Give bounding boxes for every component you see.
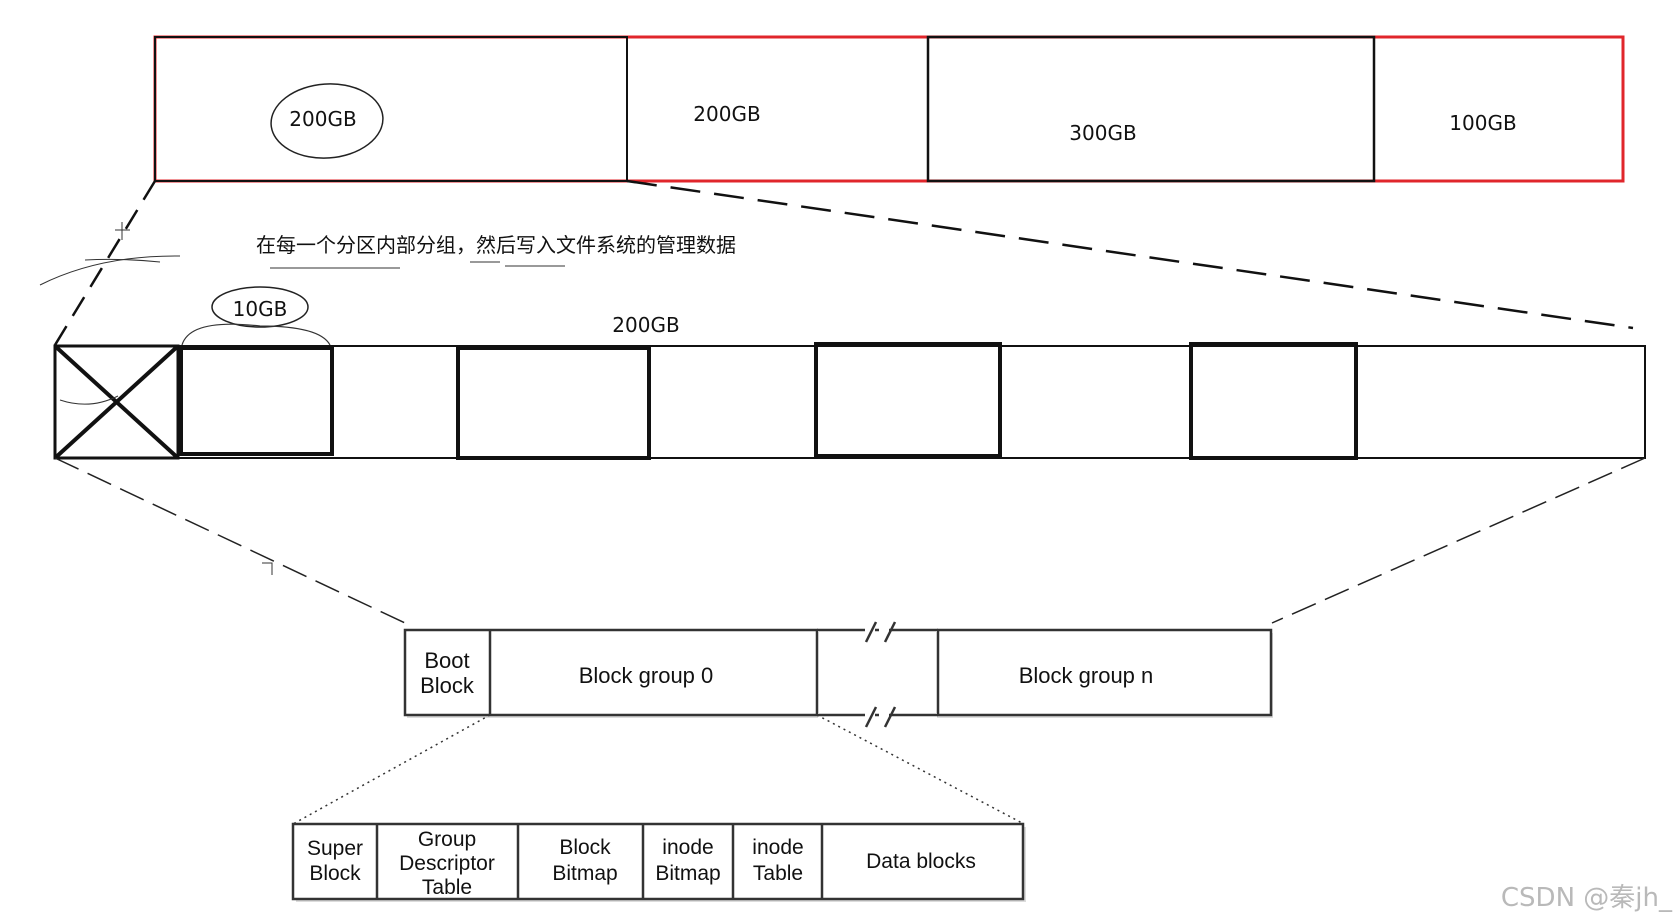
partition-3 bbox=[926, 35, 1376, 183]
ext2-layout: Boot Block Block group 0 Block group n bbox=[292, 621, 1273, 825]
block-group-n-label: Block group n bbox=[1019, 663, 1154, 688]
watermark: CSDN @秦jh_ bbox=[1501, 883, 1673, 913]
block-group-0-label: Block group 0 bbox=[579, 663, 714, 688]
partition-size-label: 200GB bbox=[612, 313, 679, 337]
block-bitmap-line-1: Block bbox=[559, 836, 611, 859]
group-circle-mark bbox=[211, 286, 309, 328]
partition-label-1: 200GB bbox=[289, 107, 356, 131]
ext2-outline bbox=[403, 628, 1273, 717]
zoom-lines-top bbox=[39, 179, 1634, 346]
break-mark-bottom bbox=[864, 706, 878, 728]
gdt-line-2: Descriptor bbox=[399, 852, 495, 875]
partition-label-3: 300GB bbox=[1069, 121, 1136, 145]
block-bitmap-line-2: Bitmap bbox=[552, 862, 617, 885]
group-box-2 bbox=[456, 346, 651, 460]
boot-block-line-1: Boot bbox=[424, 648, 469, 673]
partition-bar bbox=[53, 342, 1646, 460]
inode-table-line-1: inode bbox=[752, 836, 803, 859]
partition-label-2: 200GB bbox=[693, 102, 760, 126]
block-group-detail-outline bbox=[291, 822, 1025, 901]
break-mark-top bbox=[864, 621, 878, 643]
gdt-line-1: Group bbox=[418, 828, 476, 851]
partition-bar-outline bbox=[54, 345, 1646, 459]
partition-1 bbox=[154, 36, 628, 182]
group-size-label: 10GB bbox=[233, 297, 288, 321]
circle-mark bbox=[270, 83, 384, 159]
boot-block-line-2: Block bbox=[420, 673, 475, 698]
inode-table-line-2: Table bbox=[753, 862, 803, 885]
data-blocks-label: Data blocks bbox=[866, 850, 976, 873]
zoom-lines-bottom bbox=[54, 457, 1646, 624]
boot-area-crossed bbox=[53, 344, 180, 460]
inode-bitmap-line-1: inode bbox=[662, 836, 713, 859]
annotation: 在每一个分区内部分组，然后写入文件系统的管理数据 10GB 200GB bbox=[181, 233, 736, 346]
annotation-note: 在每一个分区内部分组，然后写入文件系统的管理数据 bbox=[256, 233, 736, 257]
group-box-3 bbox=[814, 342, 1002, 458]
gdt-line-3: Table bbox=[422, 876, 472, 899]
group-box-1 bbox=[179, 346, 334, 456]
block-group-detail: Super Block Group Descriptor Table Block… bbox=[291, 822, 1026, 902]
disk-bar: 200GB 200GB 300GB 100GB bbox=[153, 35, 1625, 183]
disk-outline-red bbox=[153, 35, 1625, 183]
partition-label-4: 100GB bbox=[1449, 111, 1516, 135]
super-block-line-1: Super bbox=[307, 837, 363, 860]
inode-bitmap-line-2: Bitmap bbox=[655, 862, 720, 885]
super-block-line-2: Block bbox=[309, 862, 361, 885]
group-box-4 bbox=[1189, 342, 1358, 460]
